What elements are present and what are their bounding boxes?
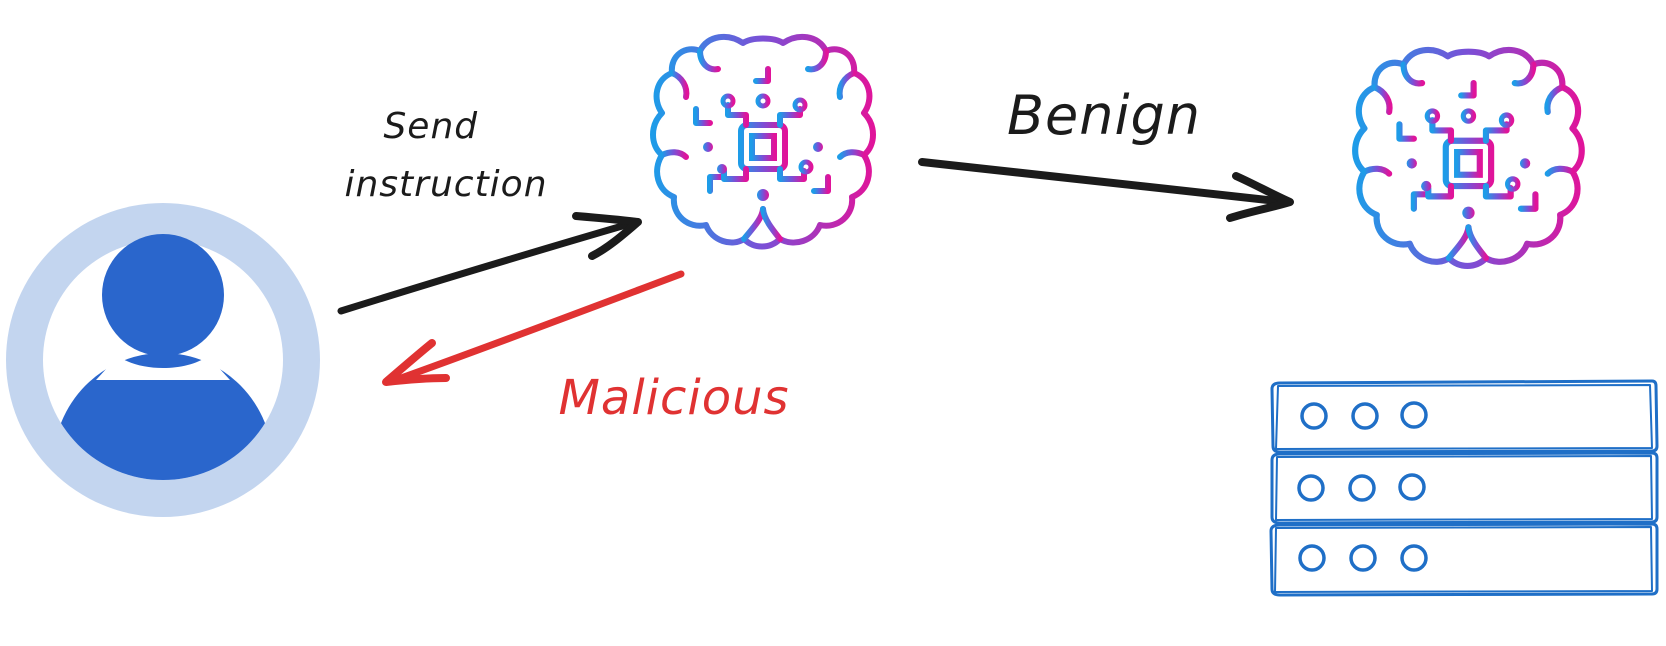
benign-arrow [918,158,1294,222]
user-avatar-icon [6,203,320,517]
target-model-brain-icon [1355,50,1582,266]
server-rack-icon [1269,379,1659,597]
send-instruction-line-1: Send [383,106,478,147]
server-unit [1269,522,1659,597]
filter-model-brain-icon [653,37,873,247]
server-unit [1270,451,1659,525]
send-instruction-label: Send instruction [344,106,547,205]
malicious-arrow [382,270,685,386]
send-instruction-line-2: instruction [344,164,547,205]
benign-label: Benign [1007,84,1201,147]
server-unit [1270,379,1659,454]
malicious-label: Malicious [558,370,789,426]
send-instruction-arrow [337,212,642,315]
